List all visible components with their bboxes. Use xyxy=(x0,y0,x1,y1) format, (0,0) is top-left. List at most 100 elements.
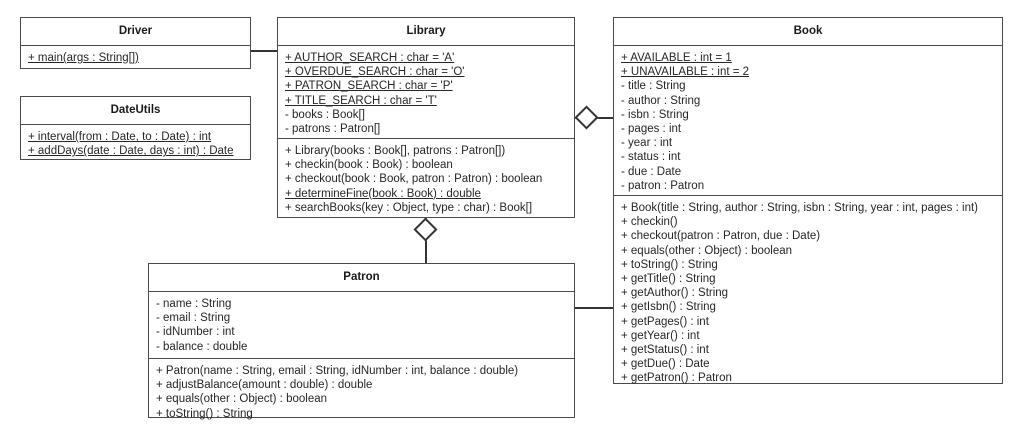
member-text: + checkin(book : Book) : boolean xyxy=(285,159,453,172)
member-row: - author : String xyxy=(614,94,1002,108)
member-row: + UNAVAILABLE : int = 2 xyxy=(614,65,1002,79)
member-row: - patron : Patron xyxy=(614,179,1002,193)
edge-patron-book xyxy=(574,307,614,309)
member-row: + main(args : String[]) xyxy=(21,51,250,65)
member-text: - idNumber : int xyxy=(156,326,235,339)
member-row: + determineFine(book : Book) : double xyxy=(278,187,574,201)
class-attributes-book: + AVAILABLE : int = 1 + UNAVAILABLE : in… xyxy=(614,46,1002,196)
member-row: + searchBooks(key : Object, type : char)… xyxy=(278,201,574,215)
class-methods-dateutils: + interval(from : Date, to : Date) : int… xyxy=(21,125,250,163)
member-text: + toString() : String xyxy=(156,407,253,420)
member-row: + TITLE_SEARCH : char = 'T' xyxy=(278,94,574,108)
member-row: + AVAILABLE : int = 1 xyxy=(614,51,1002,65)
member-row: + equals(other : Object) : boolean xyxy=(149,392,574,406)
member-row: - idNumber : int xyxy=(149,325,574,339)
member-text: + searchBooks(key : Object, type : char)… xyxy=(285,201,533,214)
class-title-library: Library xyxy=(278,18,574,46)
member-row: + getIsbn() : String xyxy=(614,300,1002,314)
member-row: + Library(books : Book[], patrons : Patr… xyxy=(278,144,574,158)
member-text: - patron : Patron xyxy=(621,179,705,192)
member-text: + getPages() : int xyxy=(621,315,709,328)
member-text: - books : Book[] xyxy=(285,108,365,121)
class-title-patron: Patron xyxy=(149,264,574,292)
member-row: - isbn : String xyxy=(614,108,1002,122)
class-methods-library: + Library(books : Book[], patrons : Patr… xyxy=(278,139,574,220)
member-text: - email : String xyxy=(156,312,231,325)
member-text: + determineFine(book : Book) : double xyxy=(285,187,481,200)
member-row: - title : String xyxy=(614,79,1002,93)
member-text: - isbn : String xyxy=(621,108,689,121)
member-row: - status : int xyxy=(614,150,1002,164)
member-row: + AUTHOR_SEARCH : char = 'A' xyxy=(278,51,574,65)
member-text: + AUTHOR_SEARCH : char = 'A' xyxy=(285,52,455,64)
member-row: + Book(title : String, author : String, … xyxy=(614,201,1002,215)
member-text: + Patron(name : String, email : String, … xyxy=(156,365,519,377)
member-row: - books : Book[] xyxy=(278,108,574,122)
member-text: + UNAVAILABLE : int = 2 xyxy=(621,66,750,79)
member-row: + getDue() : Date xyxy=(614,357,1002,371)
member-text: - balance : double xyxy=(156,340,248,353)
member-text: + getDue() : Date xyxy=(621,358,710,371)
member-row: + getTitle() : String xyxy=(614,272,1002,286)
class-title-driver: Driver xyxy=(21,18,250,46)
member-row: - balance : double xyxy=(149,340,574,354)
member-row: + getAuthor() : String xyxy=(614,286,1002,300)
member-text: + main(args : String[]) xyxy=(28,52,139,64)
member-row: - patrons : Patron[] xyxy=(278,122,574,136)
class-title-dateutils: DateUtils xyxy=(21,97,250,125)
member-text: - year : int xyxy=(621,137,673,150)
class-title-book: Book xyxy=(614,18,1002,46)
member-text: - due : Date xyxy=(621,165,682,178)
member-text: + OVERDUE_SEARCH : char = 'O' xyxy=(285,66,465,79)
class-box-book[interactable]: Book + AVAILABLE : int = 1 + UNAVAILABLE… xyxy=(613,17,1003,384)
member-text: - patrons : Patron[] xyxy=(285,123,381,136)
member-text: - title : String xyxy=(621,80,686,93)
member-row: - due : Date xyxy=(614,165,1002,179)
member-row: + checkout(book : Book, patron : Patron)… xyxy=(278,172,574,186)
class-box-patron[interactable]: Patron - name : String - email : String … xyxy=(148,263,575,421)
member-text: + checkout(book : Book, patron : Patron)… xyxy=(285,173,543,186)
member-text: + PATRON_SEARCH : char = 'P' xyxy=(285,80,453,93)
class-methods-book: + Book(title : String, author : String, … xyxy=(614,196,1002,391)
member-row: + getYear() : int xyxy=(614,329,1002,343)
class-attributes-patron: - name : String - email : String - idNum… xyxy=(149,292,574,359)
member-row: + checkin() xyxy=(614,215,1002,229)
member-row: + PATRON_SEARCH : char = 'P' xyxy=(278,79,574,93)
member-row: + OVERDUE_SEARCH : char = 'O' xyxy=(278,65,574,79)
member-text: - name : String xyxy=(156,298,232,310)
class-box-library[interactable]: Library + AUTHOR_SEARCH : char = 'A' + O… xyxy=(277,17,575,218)
member-row: + checkin(book : Book) : boolean xyxy=(278,158,574,172)
class-box-dateutils[interactable]: DateUtils + interval(from : Date, to : D… xyxy=(20,96,251,160)
member-row: + getPatron() : Patron xyxy=(614,371,1002,385)
member-row: - email : String xyxy=(149,311,574,325)
member-row: + Patron(name : String, email : String, … xyxy=(149,364,574,378)
aggregation-diamond-library-book xyxy=(574,105,599,130)
member-text: + Book(title : String, author : String, … xyxy=(621,202,978,214)
member-row: - name : String xyxy=(149,297,574,311)
member-row: + getPages() : int xyxy=(614,315,1002,329)
member-text: - pages : int xyxy=(621,123,682,136)
member-row: + addDays(date : Date, days : int) : Dat… xyxy=(21,144,250,158)
member-row: + toString() : String xyxy=(149,407,574,421)
member-text: + getTitle() : String xyxy=(621,273,716,286)
member-row: + checkout(patron : Patron, due : Date) xyxy=(614,229,1002,243)
member-text: + checkin() xyxy=(621,216,678,229)
member-text: + getIsbn() : String xyxy=(621,301,716,314)
class-box-driver[interactable]: Driver + main(args : String[]) xyxy=(20,17,251,69)
member-text: + equals(other : Object) : boolean xyxy=(621,244,793,257)
member-row: - pages : int xyxy=(614,122,1002,136)
member-row: - year : int xyxy=(614,136,1002,150)
member-text: + adjustBalance(amount : double) : doubl… xyxy=(156,379,373,392)
member-text: + checkout(patron : Patron, due : Date) xyxy=(621,230,821,243)
member-row: + equals(other : Object) : boolean xyxy=(614,244,1002,258)
member-text: + TITLE_SEARCH : char = 'T' xyxy=(285,94,437,107)
member-text: + getPatron() : Patron xyxy=(621,372,732,385)
member-text: + getAuthor() : String xyxy=(621,287,729,300)
member-text: + interval(from : Date, to : Date) : int xyxy=(28,131,212,143)
member-row: + interval(from : Date, to : Date) : int xyxy=(21,130,250,144)
member-text: + equals(other : Object) : boolean xyxy=(156,393,328,406)
member-text: + Library(books : Book[], patrons : Patr… xyxy=(285,145,506,157)
class-methods-driver: + main(args : String[]) xyxy=(21,46,250,70)
class-attributes-library: + AUTHOR_SEARCH : char = 'A' + OVERDUE_S… xyxy=(278,46,574,139)
